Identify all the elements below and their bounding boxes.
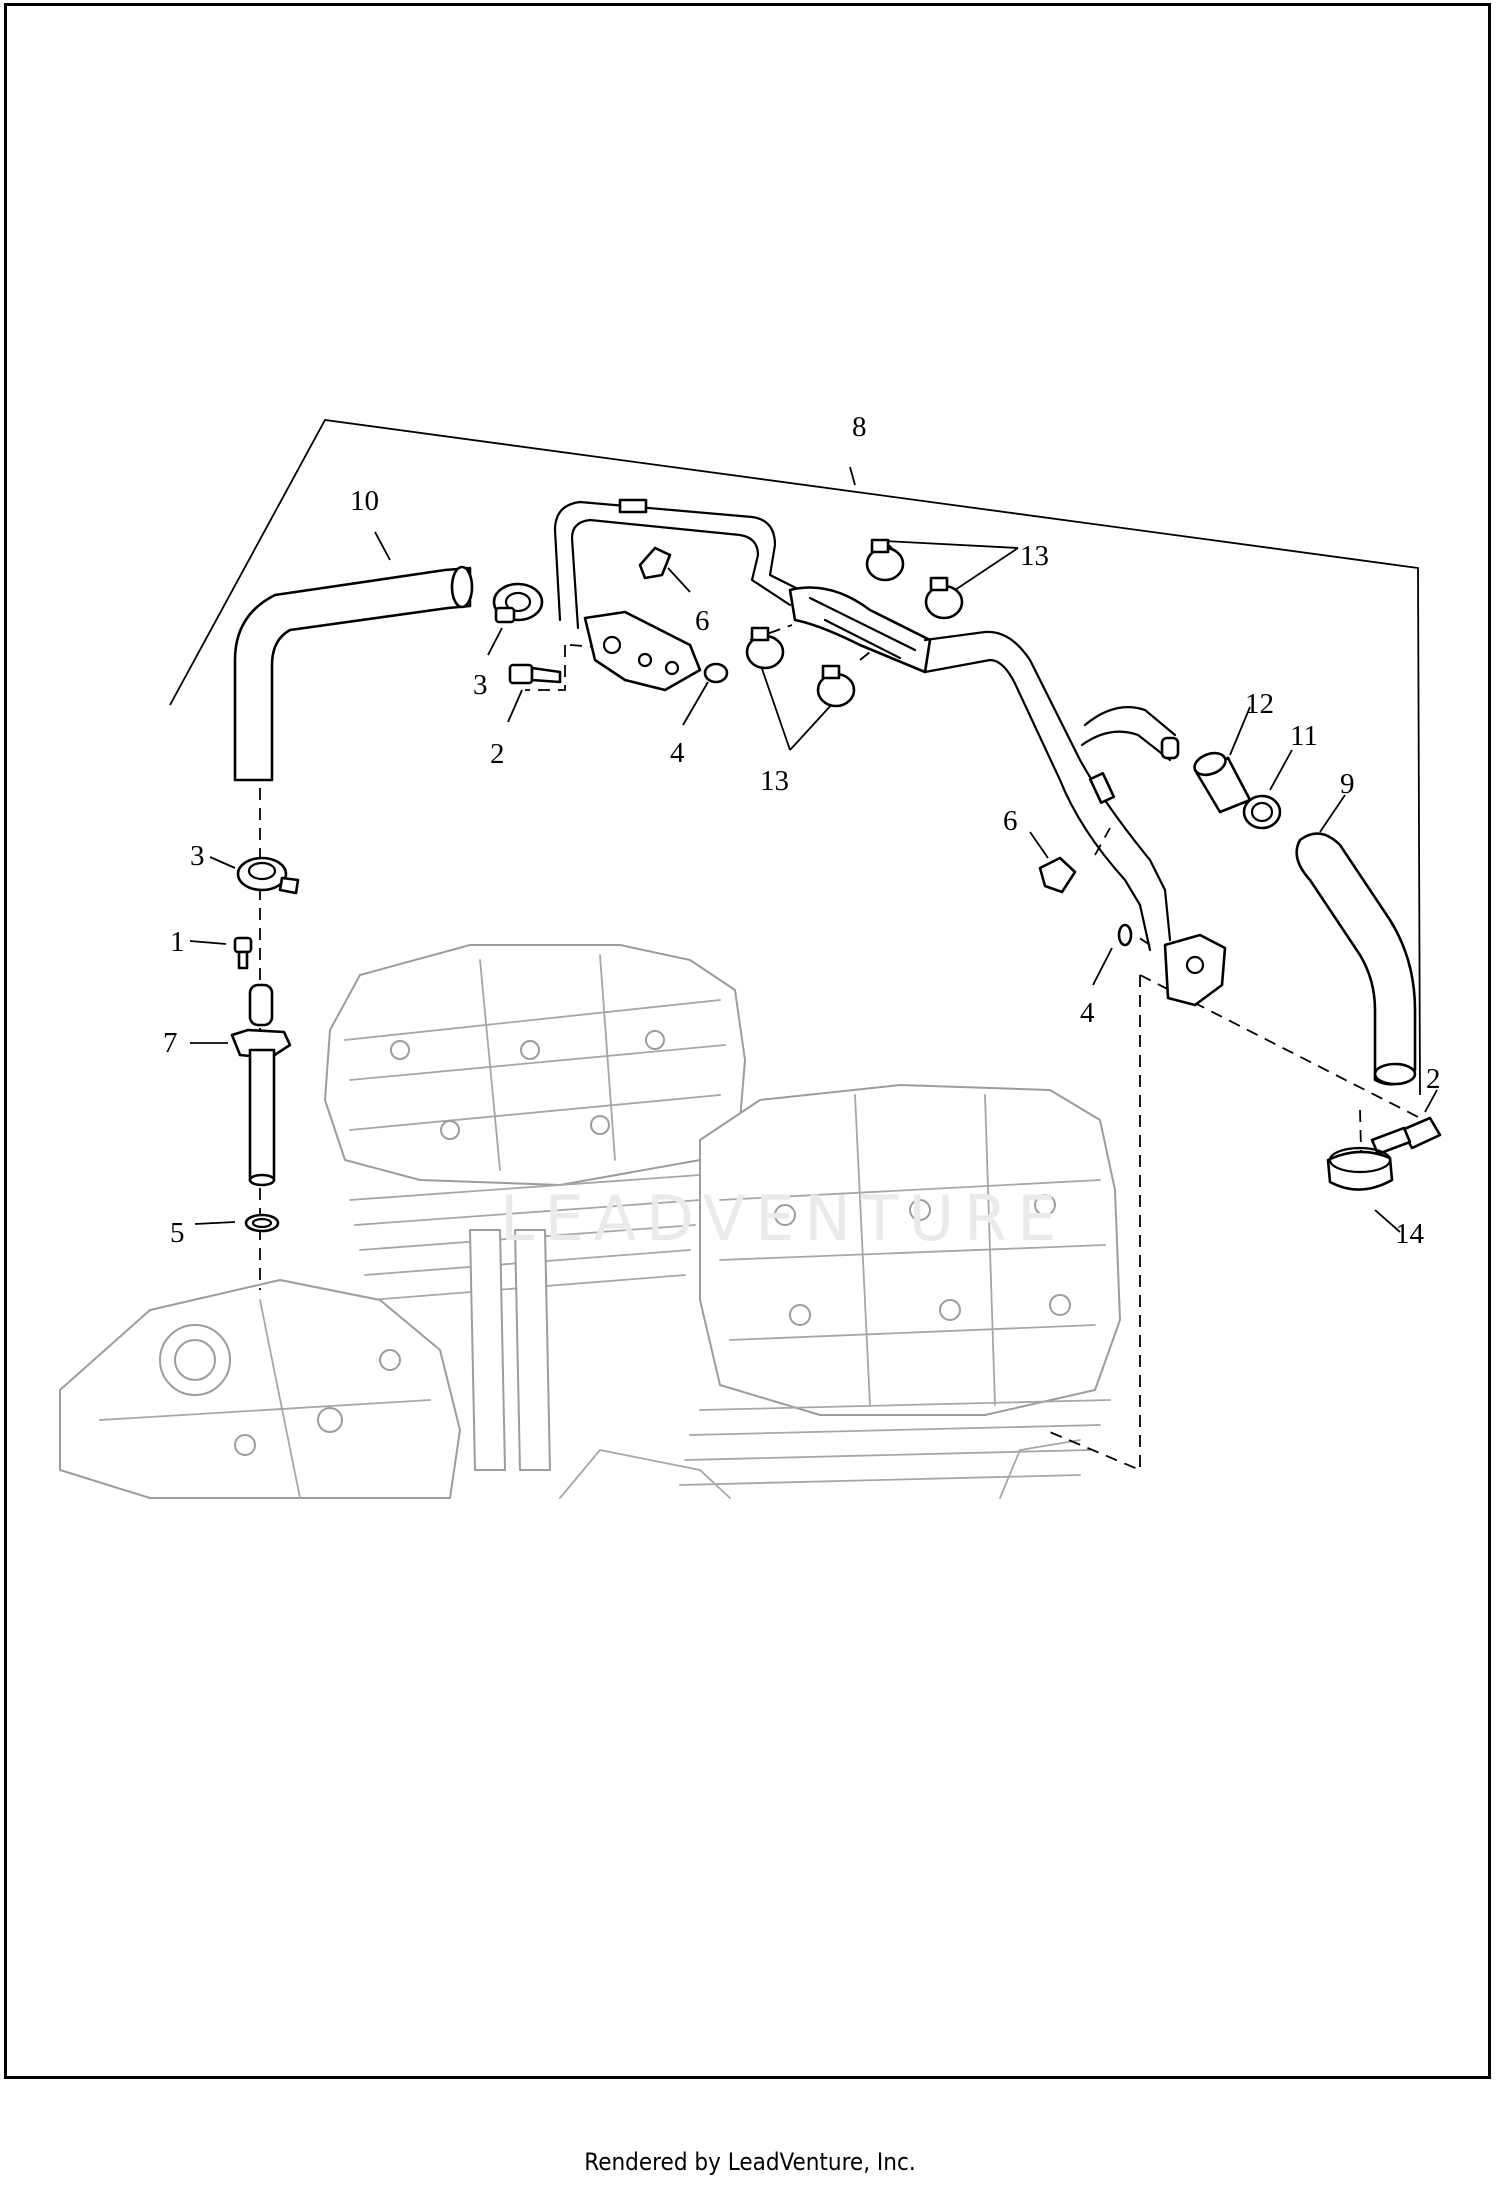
engine-illustration: LEADVENTURE [59,944,1121,1499]
leader-lines [169,419,1438,1233]
callout-10: 10 [350,485,379,517]
clip-6-lower [1038,856,1077,894]
callout-13-upper: 13 [1020,540,1049,572]
clamp-13-c [745,626,785,670]
callout-7: 7 [163,1027,178,1059]
callout-2-right: 2 [1426,1063,1441,1095]
clamp-14 [1326,1146,1394,1191]
callout-6-upper: 6 [695,605,710,637]
callout-9: 9 [1340,768,1355,800]
clamp-11 [1242,794,1282,830]
callout-2-upper: 2 [490,738,505,770]
oring-4-upper [703,662,729,684]
parts [230,498,1442,1233]
callout-11: 11 [1290,720,1318,752]
callout-3-upper: 3 [473,669,488,701]
oring-4-lower [1117,923,1133,947]
callout-4-upper: 4 [670,737,685,769]
sleeve-12 [1193,751,1252,814]
bolt-2-upper [508,663,562,685]
hose-10 [233,566,472,782]
callout-1: 1 [170,926,185,958]
callout-8: 8 [852,411,867,443]
callout-6-lower: 6 [1003,805,1018,837]
callout-labels: 8 10 3 2 4 6 13 13 12 11 9 6 4 2 14 3 1 … [163,411,1441,1250]
clamp-13-a [865,538,905,582]
oring-5 [244,1213,280,1233]
footer-credit: Rendered by LeadVenture, Inc. [584,2148,916,2176]
callout-5: 5 [170,1217,185,1249]
watermark-text: LEADVENTURE [500,1182,1066,1255]
callout-4-lower: 4 [1080,997,1095,1029]
callout-14: 14 [1395,1218,1425,1250]
bolt-1 [233,936,253,970]
clip-6-upper [638,546,672,580]
breather-tube-7 [230,983,292,1187]
breather-assembly-8 [553,498,1227,1007]
callout-13-lower: 13 [760,765,789,797]
callout-12: 12 [1245,688,1274,720]
bolt-2-right [1370,1116,1442,1156]
clamp-3-upper [492,582,544,624]
clamp-13-d [816,664,856,708]
hose-9 [1295,832,1417,1086]
callout-3-left: 3 [190,840,205,872]
clamp-3-left [236,856,300,895]
clamp-13-b [924,576,964,620]
